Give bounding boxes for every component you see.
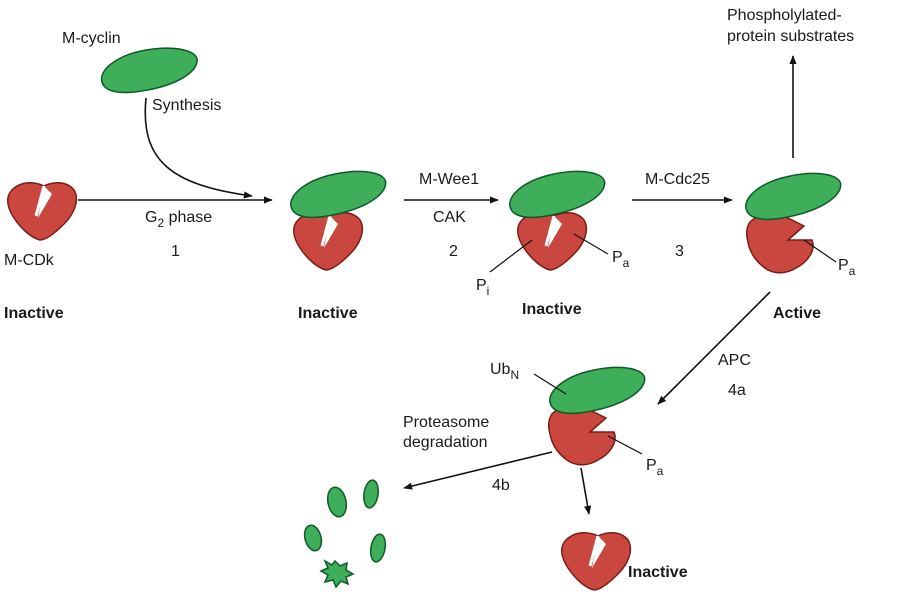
inactive-label-3: Inactive <box>522 301 582 318</box>
m-cyclin-molecule <box>98 43 201 97</box>
inactive-label-4: Inactive <box>628 564 688 581</box>
cdk-kinase-icon <box>516 211 588 272</box>
synthesis-arrow <box>144 97 253 199</box>
cdk-kinase-icon <box>6 181 78 242</box>
degraded-fragment-icon <box>326 486 348 518</box>
cdk-kinase-icon <box>745 213 814 274</box>
complex-inactive-2 <box>505 166 609 272</box>
ub-label: UbN <box>490 361 519 382</box>
m-cdk-molecule <box>6 181 78 242</box>
pa-label-3: Pa <box>646 457 664 478</box>
phospho-label-line2: protein substrates <box>727 28 854 45</box>
cyclin-icon <box>741 168 845 224</box>
cak-label: CAK <box>433 209 466 226</box>
cdk-kinase-icon <box>547 405 616 466</box>
degraded-fragment-icon <box>319 559 355 589</box>
step4a-arrow <box>657 291 771 405</box>
step4b-arrow <box>403 451 553 490</box>
inactive-label-2: Inactive <box>298 305 358 322</box>
release-arrow <box>580 467 592 515</box>
pi-pointer <box>489 239 533 273</box>
pi-label: Pi <box>476 277 489 298</box>
proteasome-label-line1: Proteasome <box>403 414 489 431</box>
cyclin-icon <box>545 362 649 418</box>
active-label: Active <box>773 305 821 322</box>
g2-phase-label: G2 phase <box>145 209 212 230</box>
phospho-label-line1: Phospholylated- <box>727 7 842 24</box>
cyclin-icon <box>98 43 201 97</box>
cyclin-icon <box>286 166 390 222</box>
m-cdc25-label: M-Cdc25 <box>645 171 710 188</box>
step3-number: 3 <box>675 243 684 260</box>
degraded-fragment-icon <box>369 533 387 563</box>
pa-pointer-1 <box>573 233 609 255</box>
pa-pointer-2 <box>803 239 837 263</box>
apc-label: APC <box>718 352 751 369</box>
cdk-kinase-icon <box>292 211 364 272</box>
step2-number: 2 <box>449 243 458 260</box>
complex-inactive-1 <box>286 166 390 272</box>
degraded-fragment-icon <box>303 524 323 552</box>
pa-label-1: Pa <box>612 249 630 270</box>
step4a-number: 4a <box>728 382 746 399</box>
m-wee1-label: M-Wee1 <box>419 171 479 188</box>
proteasome-label-line2: degradation <box>403 434 488 451</box>
step1-number: 1 <box>171 243 180 260</box>
released-cdk-molecule <box>560 531 632 592</box>
degraded-fragment-icon <box>363 479 379 509</box>
degraded-fragments <box>303 479 387 589</box>
pa-pointer-3 <box>607 435 643 455</box>
step4b-number: 4b <box>492 477 510 494</box>
m-cdk-label: M-CDk <box>4 252 55 269</box>
cyclin-icon <box>505 166 609 222</box>
cdk-kinase-icon <box>560 531 632 592</box>
inactive-label-1: Inactive <box>4 305 64 322</box>
synthesis-label: Synthesis <box>152 97 221 114</box>
m-cyclin-label: M-cyclin <box>62 30 121 47</box>
pa-label-2: Pa <box>838 257 856 278</box>
ub-pointer <box>533 373 567 395</box>
